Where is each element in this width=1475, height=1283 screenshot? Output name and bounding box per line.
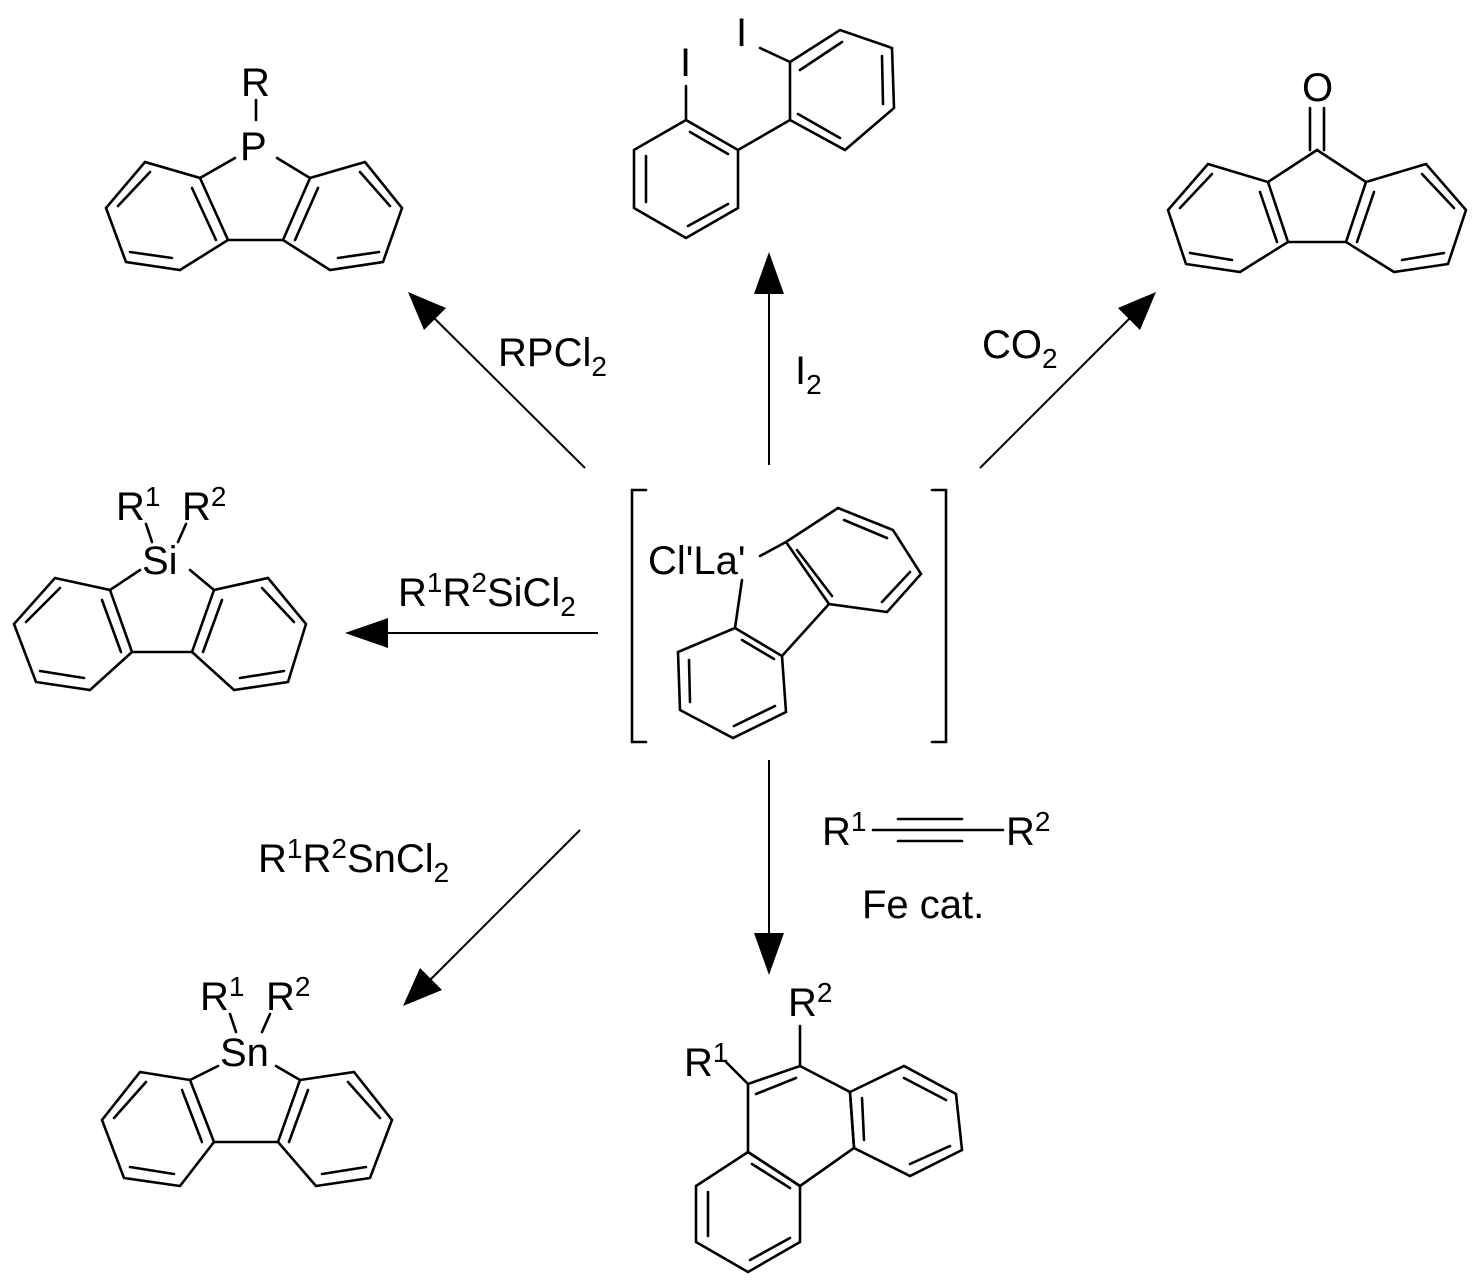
silicon-substituent-2: R2 xyxy=(182,481,226,529)
product-phosphafluorene: R P xyxy=(104,61,404,272)
reagent-r1r2sicl2: R1R2SiCl2 xyxy=(398,567,576,622)
product-diiodobiphenyl: I I xyxy=(632,11,896,240)
reagent-rpcl2: RPCl2 xyxy=(498,331,607,382)
arrow-to-fluorenone xyxy=(979,292,1156,469)
alkyne-right-substituent: R2 xyxy=(1006,806,1050,854)
product-stannafluorene: R1 R2 Sn xyxy=(100,971,394,1188)
product-silafluorene: R1 R2 Si xyxy=(12,481,308,692)
silicon-atom-label: Si xyxy=(142,539,178,583)
reagent-r1r2sncl2: R1R2SnCl2 xyxy=(258,833,449,888)
arrow-to-stannole xyxy=(403,829,581,1006)
silicon-substituent-1: R1 xyxy=(116,481,160,529)
biphenyl-dianion-structure xyxy=(676,506,923,740)
tin-substituent-2: R2 xyxy=(266,971,310,1019)
tin-atom-label: Sn xyxy=(220,1031,269,1075)
catalyst-label: Fe cat. xyxy=(862,883,984,927)
central-intermediate: Cl'La' xyxy=(630,488,948,744)
arrow-to-silole xyxy=(345,618,598,648)
phenanthrene-substituent-2: R2 xyxy=(788,977,832,1025)
oxygen-label: O xyxy=(1302,66,1333,110)
iodine-label-lower: I xyxy=(680,41,691,85)
tin-substituent-1: R1 xyxy=(200,971,244,1019)
arrow-to-phosphole xyxy=(408,292,586,469)
reagent-i2: I2 xyxy=(795,349,822,400)
product-fluorenone: O xyxy=(1166,66,1468,274)
iodine-label-upper: I xyxy=(736,11,747,55)
phosphorus-atom-label: P xyxy=(240,125,267,169)
alkyne-reagent: R1 R2 xyxy=(822,806,1050,854)
metal-center-label: Cl'La' xyxy=(648,539,746,583)
right-bracket xyxy=(930,488,948,744)
left-bracket xyxy=(630,488,648,744)
phenanthrene-substituent-1: R1 xyxy=(684,1037,728,1085)
product-phenanthrene: R2 R1 xyxy=(684,977,964,1274)
phosphorus-substituent-label: R xyxy=(241,61,270,105)
alkyne-left-substituent: R1 xyxy=(822,806,866,854)
arrow-to-diiodobiphenyl xyxy=(754,252,784,465)
reagent-co2: CO2 xyxy=(982,323,1058,374)
arrow-to-phenanthrene xyxy=(754,760,784,975)
